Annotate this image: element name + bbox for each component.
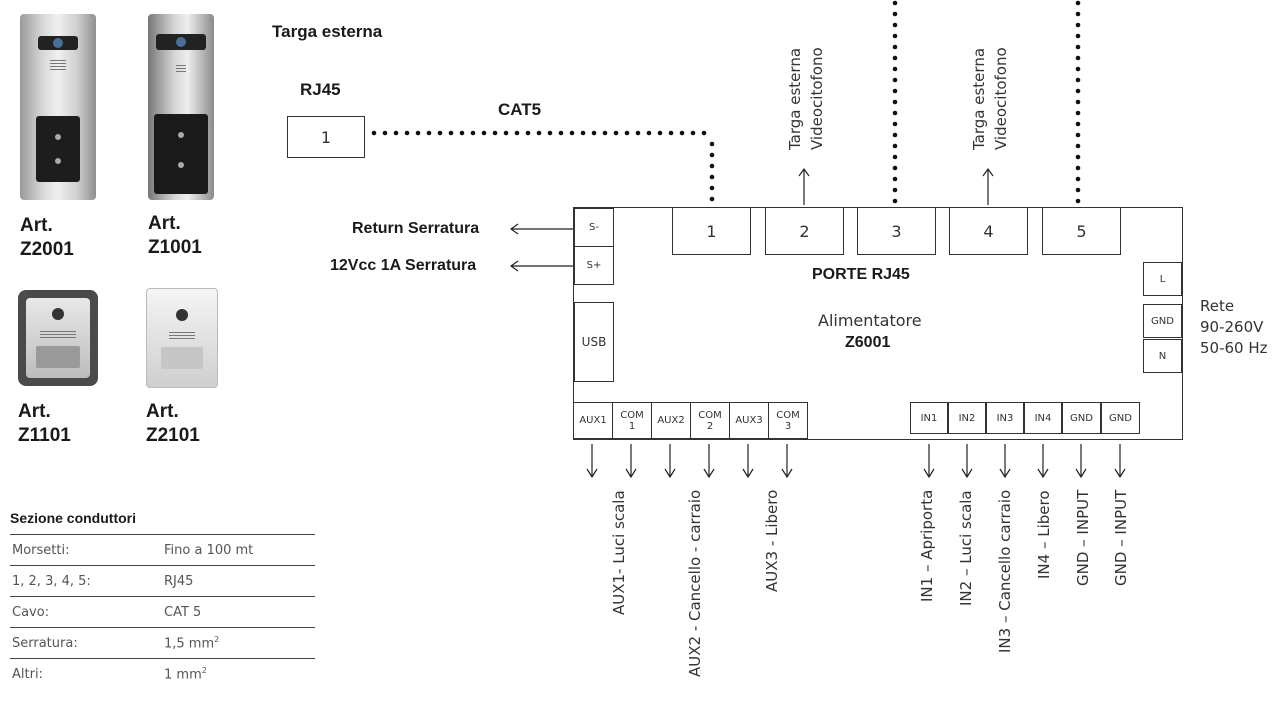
product-label-z2101: Art.Z2101 [146, 401, 200, 446]
power-serratura-label: 12Vcc 1A Serratura [330, 257, 477, 274]
gnd-input-label-1: GND – INPUT [1074, 490, 1092, 587]
in1-output-label: IN1 – Apriporta [918, 490, 936, 603]
terminal-gnd-power: GND [1143, 304, 1182, 338]
table-row: Serratura:1,5 mm2 [10, 628, 315, 659]
device-code: Z6001 [845, 334, 891, 351]
device-name: Alimentatore [818, 311, 922, 330]
terminal-in3: IN3 [986, 402, 1024, 434]
aux1-output-label: AUX1- Luci scala [610, 490, 628, 615]
terminal-aux3: AUX3 [729, 402, 769, 439]
terminal-aux1: AUX1 [573, 402, 613, 439]
product-image-z2101 [146, 288, 218, 388]
rj45-port-3: 3 [857, 207, 936, 255]
terminal-l: L [1143, 262, 1182, 296]
usb-port: USB [574, 302, 614, 382]
gnd-input-label-2: GND – INPUT [1112, 490, 1130, 587]
cat5-label: CAT5 [498, 100, 542, 119]
terminal-down-arrows [586, 444, 1126, 479]
terminal-n: N [1143, 339, 1182, 373]
product-image-z1101 [18, 290, 98, 386]
rj45-port-4: 4 [949, 207, 1028, 255]
terminal-gnd-2: GND [1101, 402, 1140, 434]
rj45-port-2: 2 [765, 207, 844, 255]
table-row: Altri:1 mm2 [12, 665, 207, 683]
rj45-input-number: 1 [320, 127, 332, 147]
product-image-z2001 [20, 14, 96, 200]
product-image-z1001 [148, 14, 214, 200]
rj45-port-1: 1 [672, 207, 751, 255]
up-arrows [798, 167, 994, 205]
lock-arrows [509, 223, 574, 272]
terminal-s-minus: S- [574, 208, 614, 247]
cat5-dotted-cable [371, 0, 1081, 204]
product-label-z1101: Art.Z1101 [18, 401, 71, 446]
rj45-port-5: 5 [1042, 207, 1121, 255]
in2-output-label: IN2 – Luci scala [957, 490, 975, 606]
aux3-output-label: AUX3 - Libero [763, 490, 781, 593]
terminal-s-plus: S+ [574, 246, 614, 285]
terminal-in1: IN1 [910, 402, 948, 434]
table-row: Cavo:CAT 5 [10, 597, 315, 628]
return-serratura-label: Return Serratura [352, 220, 480, 237]
conductors-table: Morsetti:Fino a 100 mt 1, 2, 3, 4, 5:RJ4… [10, 534, 315, 689]
terminal-gnd-1: GND [1062, 402, 1101, 434]
rj45-heading: RJ45 [300, 80, 341, 99]
in3-output-label: IN3 – Cancello carraio [996, 490, 1014, 654]
targa-esterna-heading: Targa esterna [272, 22, 383, 41]
in4-output-label: IN4 – Libero [1035, 490, 1053, 579]
product-label-z1001: Art.Z1001 [148, 213, 202, 258]
product-label-z2001: Art.Z2001 [20, 215, 74, 260]
table-row: 1, 2, 3, 4, 5:RJ45 [10, 566, 315, 597]
aux2-output-label: AUX2 - Cancello - carraio [686, 490, 704, 678]
terminal-aux2: AUX2 [651, 402, 691, 439]
table-row: Morsetti:Fino a 100 mt [10, 534, 315, 566]
terminal-in4: IN4 [1024, 402, 1062, 434]
rj45-input-box: 1 [287, 116, 365, 158]
table-title: Sezione conduttori [10, 510, 136, 526]
porte-rj45-label: PORTE RJ45 [812, 266, 910, 283]
rete-label: Rete 90-260V 50-60 Hz [1200, 297, 1268, 357]
terminal-in2: IN2 [948, 402, 986, 434]
